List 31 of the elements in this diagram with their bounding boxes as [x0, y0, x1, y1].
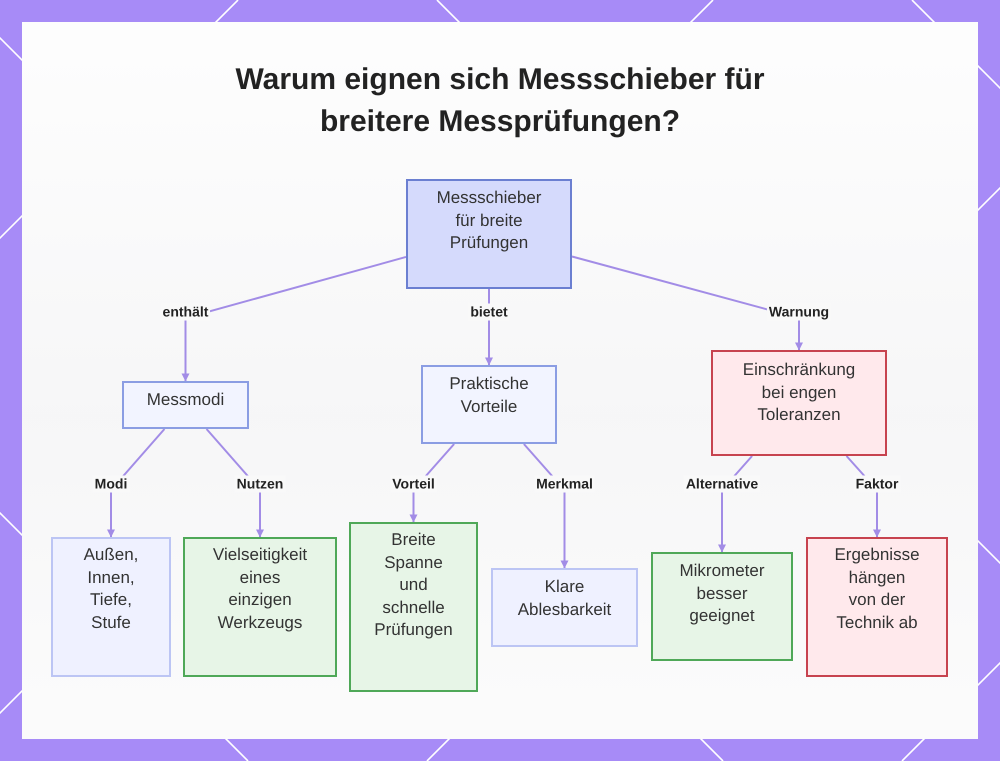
- concept-box: [51, 537, 171, 677]
- title: Warum eignen sich Messschieber für breitere Messprüfungen?: [234, 62, 766, 140]
- node-text: Außen, Innen, Tiefe, Stufe: [82, 544, 140, 634]
- edge-label: Merkmal: [534, 476, 595, 492]
- edge-label: Vorteil: [390, 476, 437, 492]
- node-text: Einschränkung bei engen Toleranzen: [742, 359, 856, 426]
- edge-label: Nutzen: [234, 476, 286, 492]
- concept-box: [421, 365, 557, 444]
- concept-box: [491, 568, 638, 647]
- edge-label: bietet: [468, 304, 510, 320]
- arrow: [182, 256, 406, 382]
- node-text: Vielseitigkeit eines einzigen Werkzeugs: [212, 544, 308, 634]
- node-text: Klare Ablesbarkeit: [516, 576, 612, 620]
- concept-box: [651, 552, 793, 661]
- concept-box: [183, 537, 337, 677]
- concept-box: [406, 179, 572, 289]
- edge-label: enthält: [160, 304, 210, 320]
- node-text: Mikrometer besser geeignet: [678, 560, 766, 627]
- edge-label: Modi: [92, 476, 130, 492]
- edge-label: Warnung: [766, 304, 832, 320]
- concept-box: [806, 537, 948, 677]
- node-text: Praktische Vorteile: [448, 373, 530, 418]
- edge-label: Faktor: [854, 476, 900, 492]
- node-text: Messmodi: [146, 389, 226, 411]
- edge-label: Alternative: [684, 476, 760, 492]
- concept-box: [349, 522, 478, 692]
- concept-box: [711, 350, 887, 456]
- node-text: Breite Spanne und schnelle Prüfungen: [373, 529, 454, 641]
- concept-box: [122, 381, 249, 429]
- node-text: Ergebnisse hängen von der Technik ab: [834, 544, 920, 634]
- node-text: Messschieber für breite Prüfungen: [436, 187, 542, 254]
